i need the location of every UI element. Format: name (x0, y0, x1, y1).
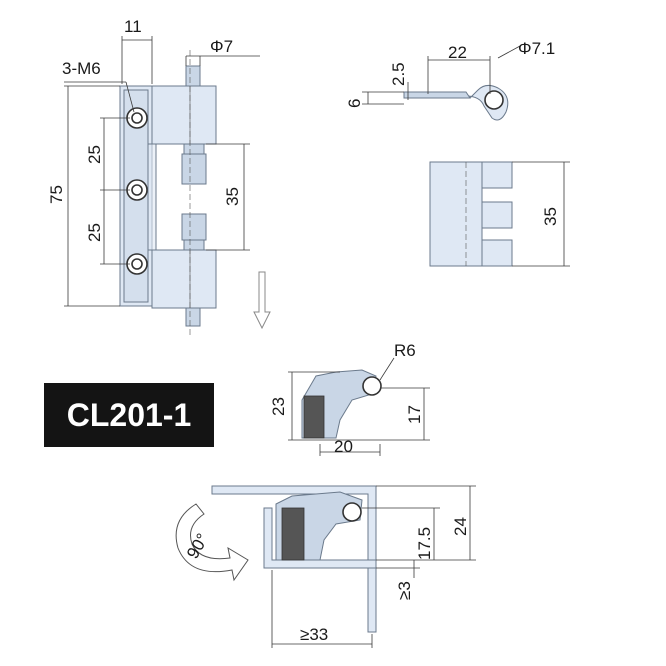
dim-installed-overall-height: 24 (451, 517, 470, 536)
dim-min-length: ≥33 (300, 625, 328, 644)
hinge-installed-view (175, 485, 476, 648)
dim-bracket-eye-height: 17 (405, 405, 424, 424)
down-arrow-icon (253, 271, 271, 330)
dim-pin-span: 35 (223, 187, 242, 206)
dim-min-gap: ≥3 (395, 581, 414, 600)
dim-total-height: 75 (47, 185, 66, 204)
hinge-front-view (429, 161, 570, 267)
dim-installed-eye-height: 17.5 (415, 527, 434, 560)
hinge-main-view (64, 36, 260, 336)
hinge-side-profile (362, 45, 521, 121)
dim-flat-length: 22 (448, 43, 467, 62)
hinge-bracket-view (288, 357, 430, 456)
dim-base-width: 20 (334, 437, 353, 456)
model-number: CL201-1 (66, 397, 192, 433)
dim-bracket-height: 23 (269, 397, 288, 416)
dim-hole-spacing-upper: 25 (85, 145, 104, 164)
dim-offset: 6 (345, 99, 364, 108)
dim-thickness: 2.5 (389, 62, 408, 86)
dim-front-height: 35 (541, 207, 560, 226)
dim-thread: 3-M6 (62, 59, 101, 78)
dim-hole-spacing-lower: 25 (85, 223, 104, 242)
dim-pin-diameter: Φ7 (210, 37, 233, 56)
model-badge: CL201-1 (44, 383, 214, 447)
dim-radius: R6 (394, 341, 416, 360)
dim-eye-diameter: Φ7.1 (518, 39, 555, 58)
dim-width: 11 (124, 17, 142, 36)
